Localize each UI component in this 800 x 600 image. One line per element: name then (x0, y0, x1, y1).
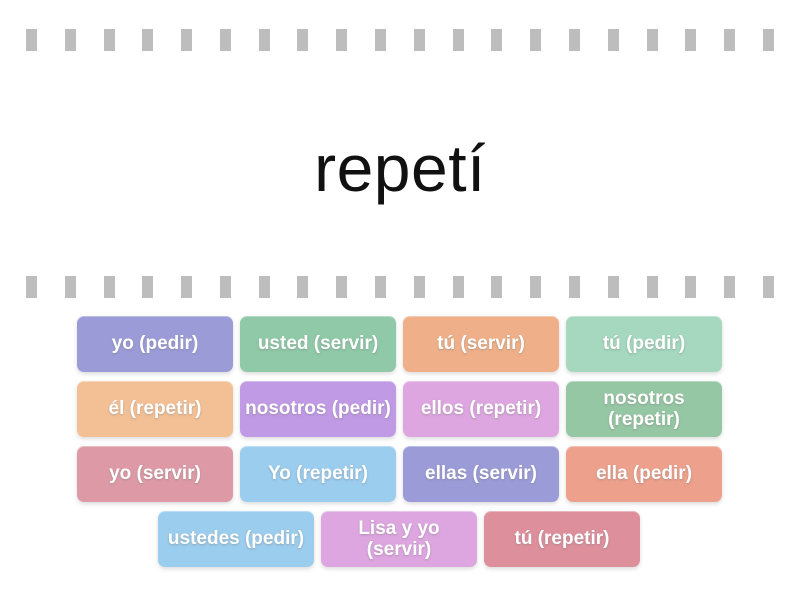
dash-mark (375, 29, 387, 51)
dash-mark (258, 29, 270, 51)
dash-mark (181, 29, 193, 51)
answer-tile[interactable]: tú (servir) (403, 316, 559, 372)
tile-row: él (repetir)nosotros (pedir)ellos (repet… (77, 381, 723, 437)
tile-row: ustedes (pedir)Lisa y yo (servir)tú (rep… (158, 511, 723, 567)
dash-mark (452, 29, 464, 51)
dash-mark (413, 276, 425, 298)
answer-tile[interactable]: ustedes (pedir) (158, 511, 314, 567)
dash-mark (336, 29, 348, 51)
dash-mark (685, 276, 697, 298)
dash-mark (491, 29, 503, 51)
answer-tile[interactable]: yo (servir) (77, 446, 233, 502)
dash-mark (258, 276, 270, 298)
dash-mark (181, 276, 193, 298)
dash-mark (724, 29, 736, 51)
dash-mark (297, 29, 309, 51)
dash-mark (26, 276, 37, 298)
dash-mark (724, 276, 736, 298)
dash-mark (219, 29, 231, 51)
dash-mark (607, 276, 619, 298)
dash-mark (685, 29, 697, 51)
tile-row: yo (servir)Yo (repetir)ellas (servir)ell… (77, 446, 723, 502)
answer-tile[interactable]: tú (pedir) (566, 316, 722, 372)
answer-tile[interactable]: yo (pedir) (77, 316, 233, 372)
answer-tile[interactable]: ellos (repetir) (403, 381, 559, 437)
answer-tile[interactable]: nosotros (repetir) (566, 381, 722, 437)
answer-tile[interactable]: tú (repetir) (484, 511, 640, 567)
answer-tile[interactable]: Lisa y yo (servir) (321, 511, 477, 567)
dash-mark (142, 29, 154, 51)
answer-tile[interactable]: usted (servir) (240, 316, 396, 372)
dash-mark (64, 276, 76, 298)
dash-mark (26, 29, 37, 51)
answer-tile[interactable]: ellas (servir) (403, 446, 559, 502)
dash-mark (491, 276, 503, 298)
answer-tile[interactable]: nosotros (pedir) (240, 381, 396, 437)
dash-mark (64, 29, 76, 51)
answer-tile[interactable]: él (repetir) (77, 381, 233, 437)
dash-mark (375, 276, 387, 298)
tile-row: yo (pedir)usted (servir)tú (servir)tú (p… (77, 316, 723, 372)
dash-mark (452, 276, 464, 298)
dash-mark (568, 276, 580, 298)
prompt-area: repetí (0, 62, 800, 274)
dash-mark (568, 29, 580, 51)
middle-dashed-divider (0, 276, 800, 298)
top-dashed-divider (0, 29, 800, 51)
dash-mark (297, 276, 309, 298)
dash-mark (762, 29, 774, 51)
dash-mark (219, 276, 231, 298)
dash-mark (103, 276, 115, 298)
answer-tile[interactable]: Yo (repetir) (240, 446, 396, 502)
answer-tile[interactable]: ella (pedir) (566, 446, 722, 502)
dash-mark (530, 276, 542, 298)
page-title: repetí (314, 131, 486, 205)
dash-mark (336, 276, 348, 298)
dash-mark (646, 276, 658, 298)
dash-mark (607, 29, 619, 51)
dash-mark (762, 276, 774, 298)
dash-mark (530, 29, 542, 51)
dash-mark (646, 29, 658, 51)
dash-mark (413, 29, 425, 51)
answer-tile-grid: yo (pedir)usted (servir)tú (servir)tú (p… (77, 316, 723, 576)
dash-mark (103, 29, 115, 51)
dash-mark (142, 276, 154, 298)
